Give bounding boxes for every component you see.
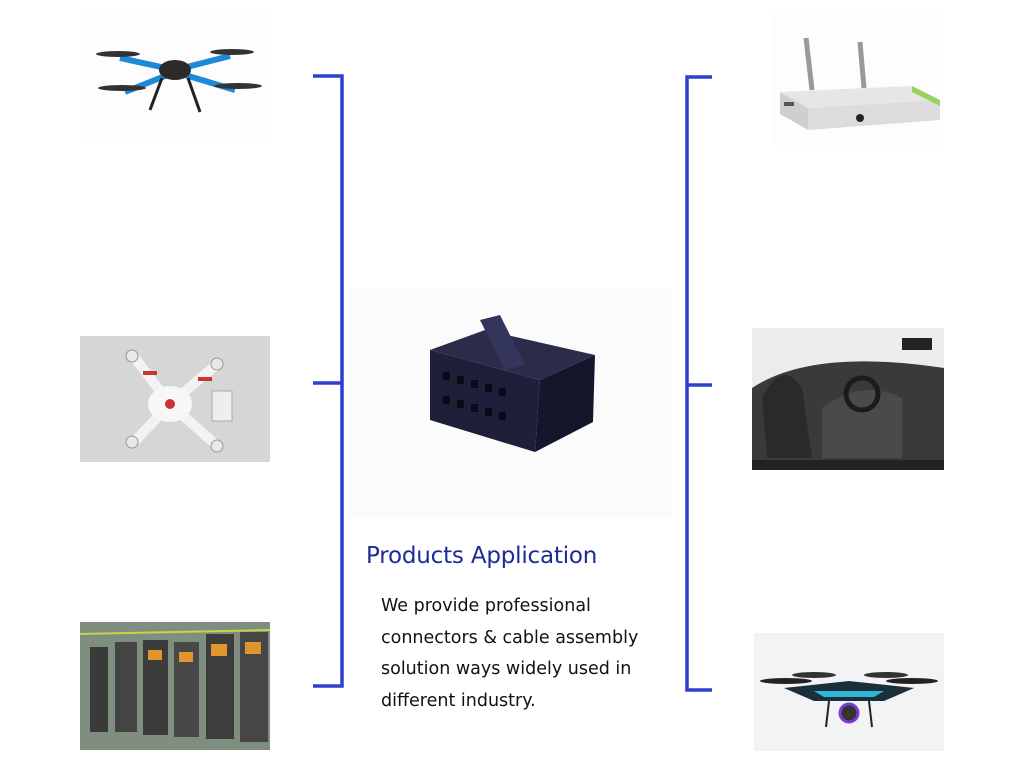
industrial-panels-image <box>80 622 270 750</box>
drone-white-image <box>80 336 270 462</box>
left-bracket <box>310 74 350 690</box>
tv-box-image <box>772 10 944 145</box>
right-bracket <box>682 75 722 695</box>
description-line: solution ways widely used in <box>381 659 632 679</box>
description-line: We provide professional <box>381 596 591 616</box>
drone-blue-image <box>80 10 270 138</box>
section-title: Products Application <box>366 543 598 569</box>
description-line: connectors & cable assembly <box>381 627 639 648</box>
camera-drone-image <box>754 633 944 751</box>
connector-image <box>425 310 600 455</box>
description: We provide professional connectors & cab… <box>381 591 681 717</box>
car-interior-image <box>752 328 944 470</box>
description-line: different industry. <box>381 690 536 711</box>
